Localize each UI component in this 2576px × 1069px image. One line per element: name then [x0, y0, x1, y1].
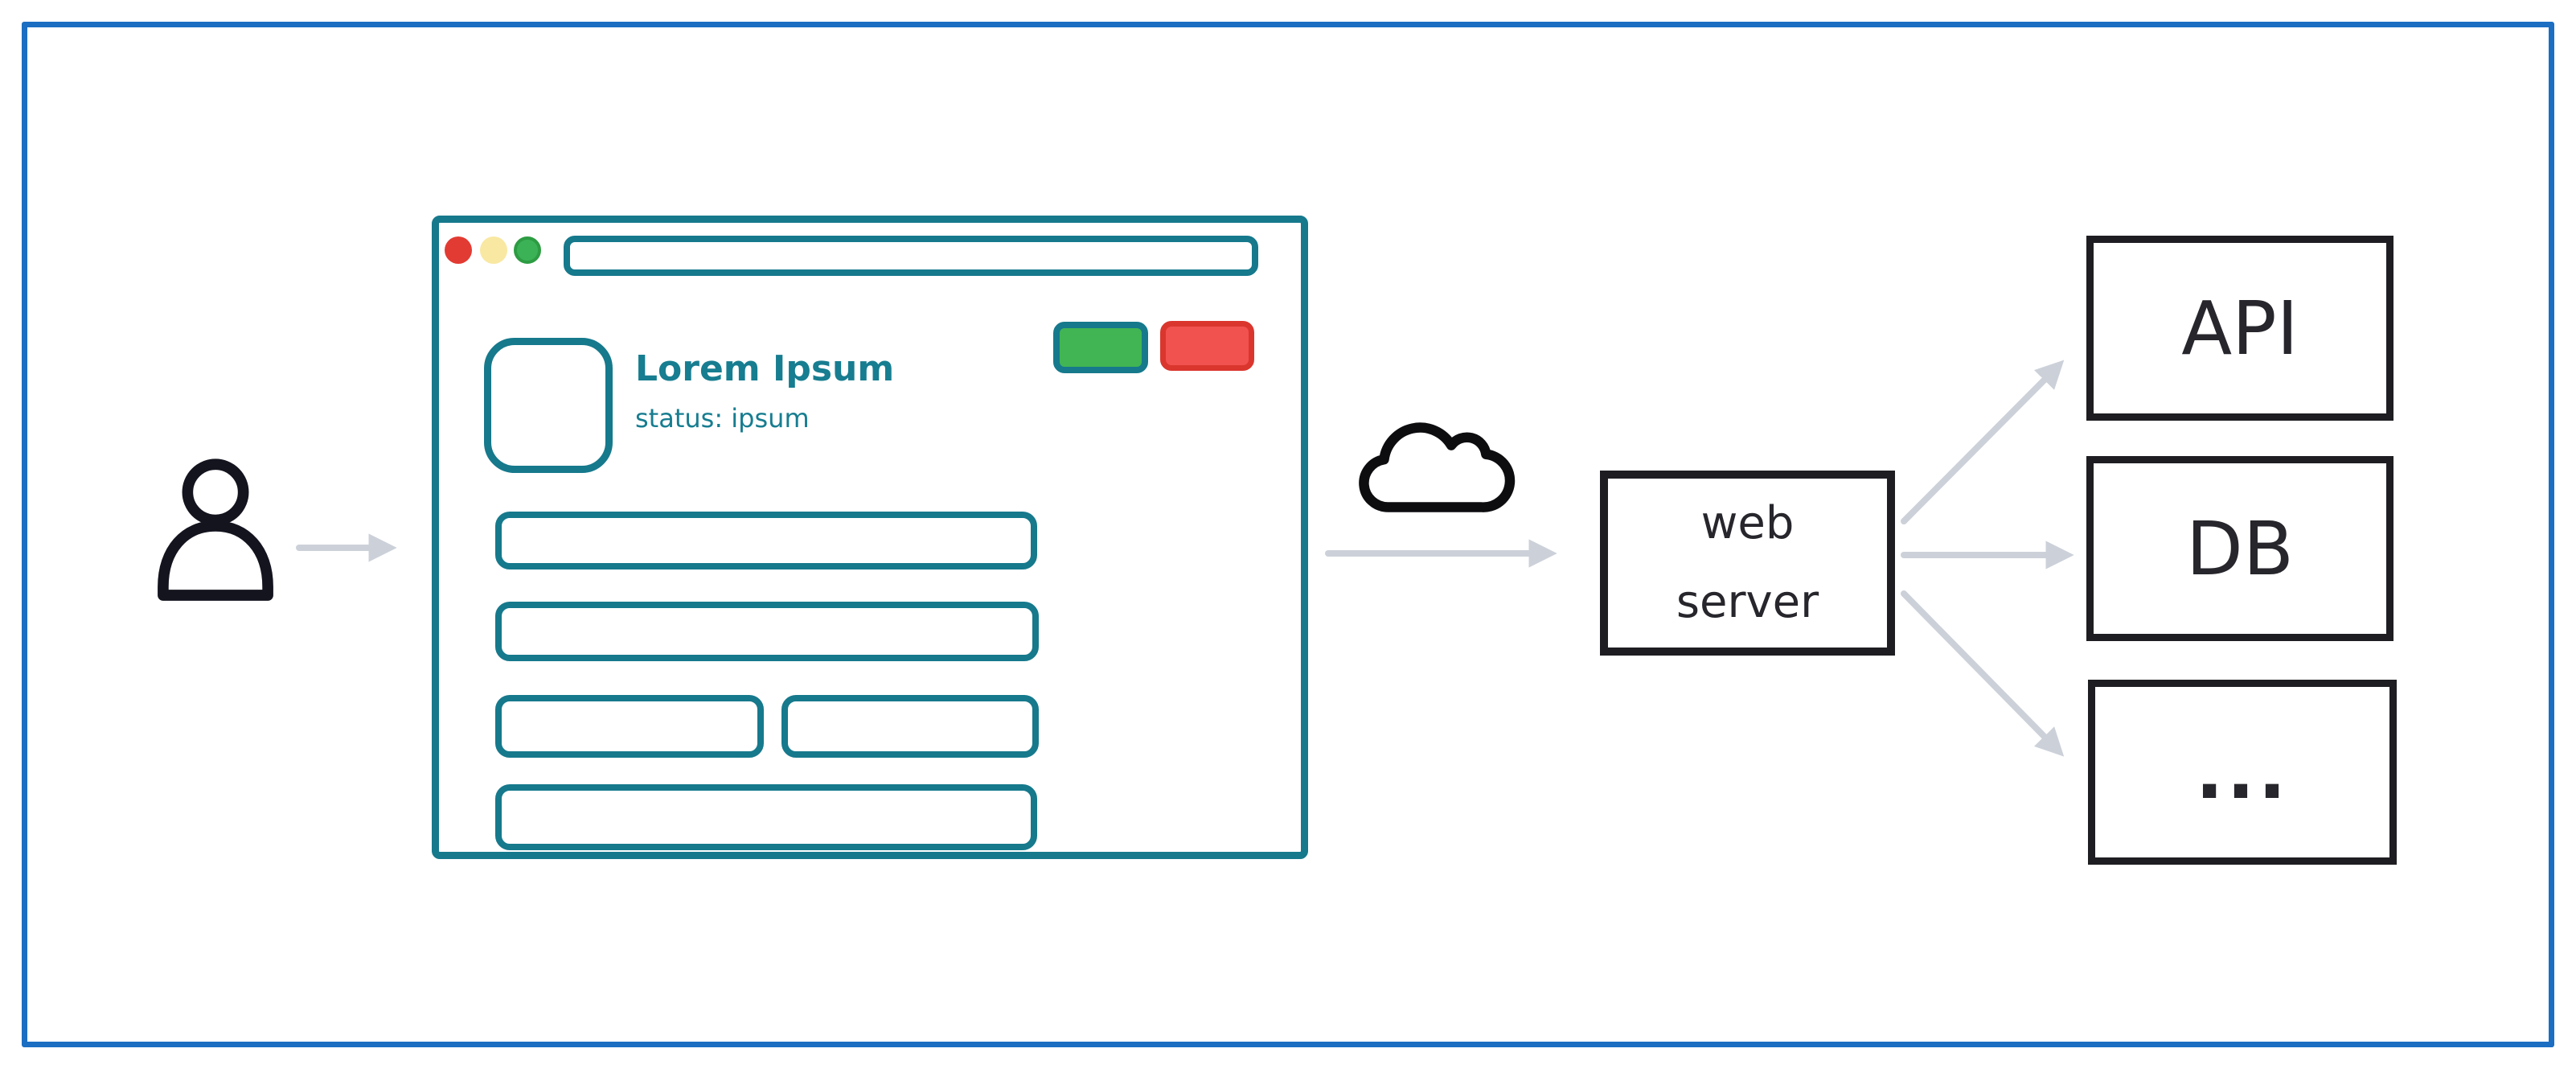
- url-bar[interactable]: [564, 236, 1258, 276]
- more-services-label: ...: [2195, 729, 2290, 816]
- avatar: [484, 338, 613, 473]
- page-title: Lorem Ipsum: [635, 348, 895, 389]
- person-icon: [158, 458, 273, 601]
- form-field-4[interactable]: [781, 695, 1039, 758]
- outer-frame: [22, 22, 2554, 1047]
- traffic-light-maximize[interactable]: [514, 236, 541, 264]
- web-server-label-line2: server: [1676, 576, 1819, 628]
- arrow-server-to-more: [1901, 590, 2065, 757]
- web-server-label-line1: web: [1700, 497, 1795, 549]
- form-field-2[interactable]: [495, 602, 1039, 661]
- more-services-box: ...: [2088, 680, 2397, 865]
- decline-button[interactable]: [1160, 321, 1254, 371]
- web-server-box: web server: [1600, 471, 1895, 656]
- api-label: API: [2181, 285, 2299, 372]
- form-field-5[interactable]: [495, 784, 1037, 850]
- api-box: API: [2086, 236, 2393, 421]
- status-text: status: ipsum: [635, 403, 810, 434]
- accept-button[interactable]: [1053, 322, 1148, 373]
- browser-window: Lorem Ipsum status: ipsum: [432, 216, 1308, 859]
- traffic-light-close[interactable]: [445, 236, 472, 264]
- web-server-label: web server: [1676, 484, 1819, 642]
- db-label: DB: [2186, 505, 2294, 592]
- form-field-1[interactable]: [495, 512, 1037, 569]
- db-box: DB: [2086, 456, 2393, 641]
- cloud-icon: [1359, 422, 1516, 512]
- traffic-light-minimize[interactable]: [480, 236, 507, 264]
- arrow-server-to-api: [1901, 360, 2065, 524]
- form-field-3[interactable]: [495, 695, 764, 758]
